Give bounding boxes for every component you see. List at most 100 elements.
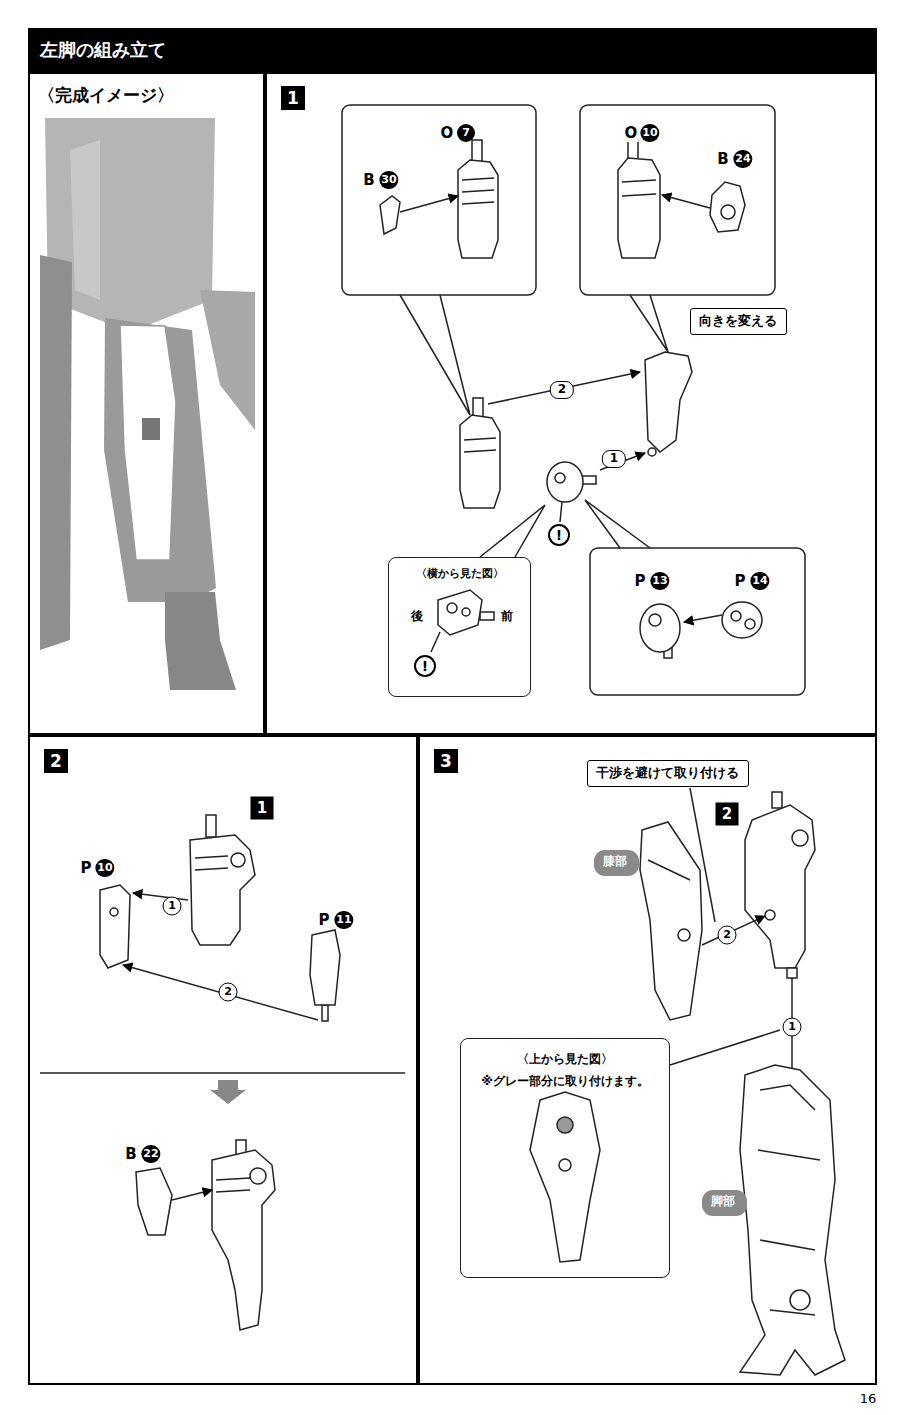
step3-illustration-shape <box>792 830 808 846</box>
step1-illustration-shape <box>662 195 710 208</box>
node-text: 〈上から見た図〉 <box>461 1051 669 1068</box>
order-number: 1 <box>602 450 626 468</box>
step3-illustration-shape <box>772 792 782 808</box>
step1-illustration-shape <box>480 500 650 557</box>
node-text: 〈横から見た図〉 <box>389 566 530 581</box>
order-number: 2 <box>550 381 574 399</box>
header-bar: 左脚の組み立て <box>28 28 877 72</box>
step1-illustration-shape <box>400 196 458 212</box>
node-text: 干渉を避けて取り付ける <box>596 764 739 782</box>
finished-image-shape <box>104 318 216 602</box>
part-number: 11 <box>334 911 353 929</box>
part-letter: B <box>362 171 375 189</box>
step1-illustration-shape <box>447 603 457 613</box>
part-letter: O <box>624 124 639 142</box>
step3-illustration-shape <box>640 822 702 1020</box>
step2-illustration-shape <box>172 1190 212 1200</box>
part-number: 13 <box>650 572 669 590</box>
node-subtext: ※グレー部分に取り付けます。 <box>461 1073 669 1090</box>
step2-illustration-shape <box>195 856 228 870</box>
node-subtext: 後 <box>411 608 423 625</box>
step1-illustration-shape <box>438 590 482 635</box>
step3-illustration-shape <box>787 968 797 978</box>
step2-illustration-shape <box>231 853 245 867</box>
step3-illustration-shape <box>648 860 690 880</box>
step1-illustration-shape <box>684 615 722 622</box>
note-box: 干渉を避けて取り付ける <box>587 760 749 787</box>
part-number: 10 <box>95 859 114 877</box>
step2-illustration-shape <box>100 885 130 968</box>
finished-image <box>40 118 255 690</box>
step2-illustration-shape <box>136 1168 172 1235</box>
note-box: 向きを変える <box>690 308 787 335</box>
part-letter: P <box>318 911 331 929</box>
step2-illustration-shape <box>216 1178 250 1192</box>
node-text: 向きを変える <box>699 312 777 330</box>
step1-illustration-shape <box>488 372 640 404</box>
step-ref: 1 <box>251 797 274 820</box>
step1-illustration <box>342 105 805 695</box>
caution-mark: ! <box>414 655 436 677</box>
step1-illustration-shape <box>400 295 668 415</box>
step1-illustration-shape <box>462 178 494 204</box>
part-number: 30 <box>379 171 398 189</box>
step1-illustration-shape <box>464 438 496 452</box>
step1-illustration-shape <box>555 473 565 483</box>
step1-illustration-shape <box>462 608 470 616</box>
node-text: 〈完成イメージ〉 <box>38 84 174 107</box>
preview-panel: 〈完成イメージ〉 <box>28 72 265 735</box>
step-number: 2 <box>44 749 68 773</box>
step1-illustration-shape <box>745 619 755 629</box>
order-number: 2 <box>219 983 238 1002</box>
part-number: 22 <box>141 1145 160 1163</box>
node-text: 膝部 <box>603 853 627 870</box>
step2-illustration-shape <box>206 815 216 837</box>
step1-illustration-shape <box>618 158 660 258</box>
step1-illustration-shape <box>380 196 400 234</box>
part-letter: B <box>716 150 729 168</box>
step1-illustration-shape <box>649 614 661 626</box>
step-panel: 3 干渉を避けて取り付ける膝部〈上から見た図〉 ※グレー部分に取り付けます。脚部 <box>418 735 877 1385</box>
step2-illustration-shape <box>310 930 340 1005</box>
step1-illustration-shape <box>590 548 805 695</box>
node-subtext: 前 <box>501 608 513 625</box>
step1-illustration-shape <box>622 180 656 196</box>
step3-illustration-shape <box>702 916 765 945</box>
step1-illustration-shape <box>472 140 482 162</box>
step3-illustration-shape <box>765 910 775 920</box>
side-view-box: 〈横から見た図〉後 前 <box>388 557 531 697</box>
caution-mark: ! <box>548 524 570 546</box>
part-letter: P <box>734 572 747 590</box>
step3-illustration-shape <box>530 1092 600 1262</box>
finished-image-shape <box>120 325 176 560</box>
finished-image-shape <box>70 140 100 300</box>
step3-illustration-shape <box>758 1085 820 1315</box>
step3-illustration-shape <box>790 1290 810 1310</box>
part-number: 24 <box>733 150 752 168</box>
part-number: 10 <box>640 124 659 142</box>
step2-illustration-shape <box>133 893 188 900</box>
step1-illustration-shape <box>645 352 692 452</box>
step1-illustration-shape <box>458 160 498 258</box>
step1-illustration-shape <box>648 448 656 456</box>
step2-illustration-shape <box>123 965 318 1020</box>
step2-illustration-shape <box>322 1005 328 1021</box>
step1-illustration-shape <box>731 611 741 621</box>
step1-illustration-shape <box>721 205 735 219</box>
step-panel: 1 向きを変える〈横から見た図〉後 前 <box>265 72 877 735</box>
step1-illustration-shape <box>722 602 762 638</box>
step3-illustration-shape <box>678 929 690 941</box>
step3-illustration-shape <box>557 1117 573 1133</box>
step1-illustration-shape <box>580 105 775 295</box>
part-letter: P <box>634 572 647 590</box>
step1-illustration-shape <box>342 105 536 295</box>
step-number: 3 <box>434 749 458 773</box>
part-letter: P <box>80 859 93 877</box>
step1-illustration-shape <box>547 462 583 502</box>
node-text: 脚部 <box>711 1193 735 1210</box>
part-letter: B <box>124 1145 137 1163</box>
step-number: 1 <box>281 86 305 110</box>
page-title: 左脚の組み立て <box>40 38 166 62</box>
